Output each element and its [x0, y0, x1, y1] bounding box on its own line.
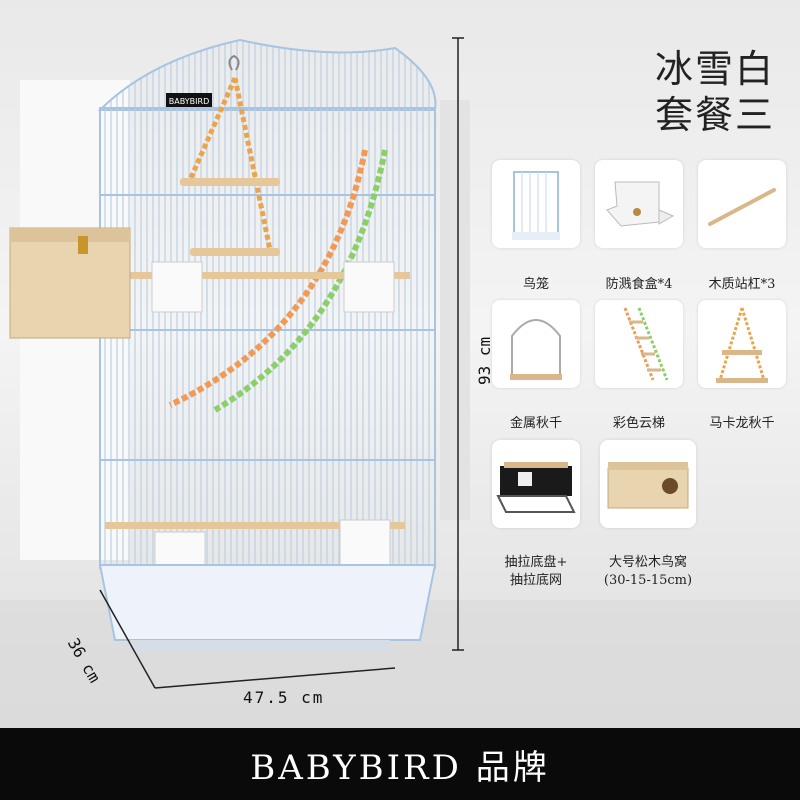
item-label-perch: 木质站杠*3 — [708, 277, 776, 292]
bird-cage-illustration: BABYBIRD — [0, 37, 800, 728]
item-label-nest-line1: 大号松木鸟窝 — [608, 555, 687, 570]
item-tile-macaron-swing — [698, 300, 786, 388]
item-label-food-box: 防溅食盒*4 — [605, 277, 673, 292]
title-line-2: 套餐三 — [654, 93, 775, 137]
item-tile-cage — [492, 160, 580, 248]
nest-icon — [607, 462, 689, 509]
cage-icon — [512, 171, 560, 240]
item-label-macaron-swing: 马卡龙秋千 — [709, 416, 775, 431]
item-label-metal-swing: 金属秋千 — [509, 416, 562, 431]
item-label-tray-line1: 抽拉底盘+ — [504, 555, 568, 570]
footer-banner: BABYBIRD 品牌 — [0, 728, 800, 800]
item-tile-metal-swing — [492, 300, 580, 388]
item-tile-tray — [492, 440, 580, 528]
metal-swing-icon — [510, 319, 562, 380]
item-tile-nest — [600, 440, 696, 528]
footer-brand-text: BABYBIRD 品牌 — [250, 747, 550, 788]
tray-icon — [496, 462, 576, 513]
cage-brand-tag: BABYBIRD — [169, 97, 209, 106]
item-tile-food-box — [595, 160, 683, 248]
ladder-icon — [623, 307, 669, 381]
title-line-1: 冰雪白 — [654, 47, 775, 91]
item-tile-perch — [698, 160, 786, 248]
perch-icon — [708, 188, 776, 226]
item-label-ladder: 彩色云梯 — [612, 416, 665, 431]
item-label-tray-line2: 抽拉底网 — [509, 573, 562, 588]
item-tile-ladder — [595, 300, 683, 388]
food-box-icon — [606, 181, 675, 227]
width-dimension-label: 47.5 cm — [243, 688, 325, 707]
item-label-cage: 鸟笼 — [522, 277, 549, 292]
item-label-nest-line2: (30-15-15cm) — [603, 573, 693, 588]
macaron-swing-icon — [716, 307, 768, 383]
